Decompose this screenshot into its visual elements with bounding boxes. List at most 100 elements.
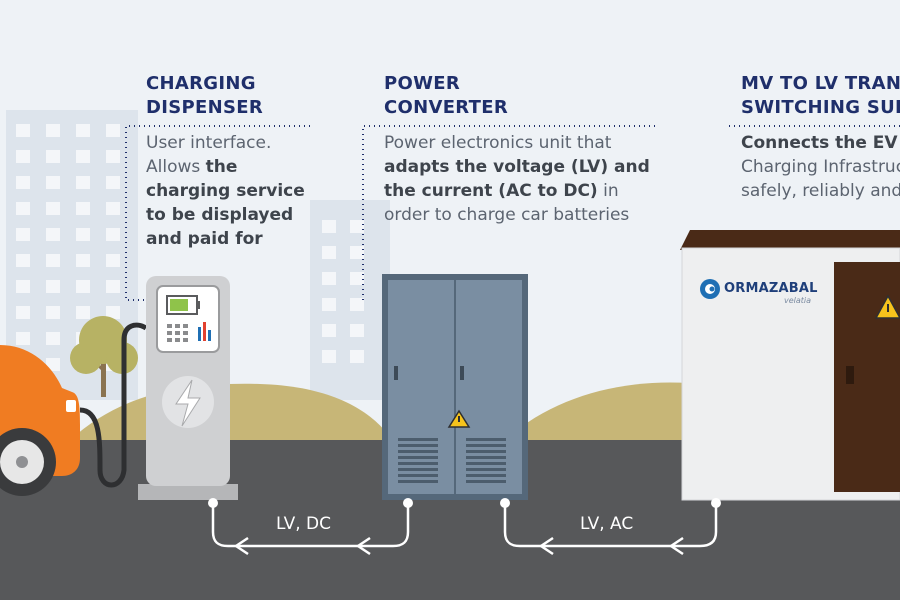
building-window <box>16 332 30 345</box>
description-line: charging service <box>146 179 316 203</box>
building-window <box>76 124 90 137</box>
building-window <box>46 228 60 241</box>
building-window <box>46 332 60 345</box>
building-window <box>106 280 120 293</box>
vent-slot <box>398 474 438 477</box>
hill-right <box>505 382 710 440</box>
lightning-icon <box>175 379 201 427</box>
description-text: Power electronics unit that <box>384 133 612 153</box>
vent-slot <box>466 438 506 441</box>
charging-dispenser <box>138 276 238 500</box>
building-window <box>46 358 60 371</box>
vent-slot <box>466 450 506 453</box>
building-window <box>106 202 120 215</box>
building-window <box>350 246 364 259</box>
vent-slot <box>466 456 506 459</box>
building-window <box>350 324 364 337</box>
section-description: Power electronics unit that adapts the vo… <box>384 131 684 227</box>
building-window <box>322 272 336 285</box>
description-bold-text: the current (AC to DC) <box>384 181 598 201</box>
description-line: Allows the <box>146 155 316 179</box>
building-window <box>46 280 60 293</box>
building-window <box>106 176 120 189</box>
substation-door <box>834 262 900 492</box>
flow-dots <box>208 498 721 508</box>
vent-slot <box>398 462 438 465</box>
building-window <box>16 280 30 293</box>
vent-slot <box>466 444 506 447</box>
building-window <box>76 228 90 241</box>
building-window <box>46 202 60 215</box>
building-window <box>106 254 120 267</box>
keypad-key <box>167 331 172 335</box>
vent-slot <box>398 444 438 447</box>
description-bold-text: adapts the voltage (LV) and <box>384 157 650 177</box>
description-line: to be displayed <box>146 203 316 227</box>
building-window <box>322 246 336 259</box>
description-line: order to charge car batteries <box>384 203 684 227</box>
section-title: POWER CONVERTER <box>384 73 508 118</box>
building-window <box>16 124 30 137</box>
tree <box>70 316 138 397</box>
building-window <box>106 124 120 137</box>
building-window <box>76 176 90 189</box>
description-line: the current (AC to DC) in <box>384 179 684 203</box>
leader-lines <box>125 125 900 301</box>
building-window <box>76 254 90 267</box>
vent-slot <box>466 474 506 477</box>
ormazabal-logo-text: ORMAZABAL <box>724 281 818 296</box>
building-window <box>322 298 336 311</box>
charging-cable <box>79 322 148 488</box>
building-window <box>106 306 120 319</box>
building-window <box>322 324 336 337</box>
keypad <box>167 324 188 342</box>
building-window <box>16 202 30 215</box>
vent-slot <box>398 480 438 483</box>
vent-slot <box>398 456 438 459</box>
description-text: Allows <box>146 157 206 177</box>
description-line: safely, reliably and <box>741 179 900 203</box>
vent-slot <box>466 480 506 483</box>
keypad-key <box>183 324 188 328</box>
building-window <box>16 254 30 267</box>
vent-slot <box>466 468 506 471</box>
description-bold-text: Connects the EV <box>741 133 898 153</box>
section-title: MV TO LV TRANSFORMER SWITCHING SUBSTATIO… <box>741 73 900 118</box>
description-text: in <box>597 181 619 201</box>
description-line: User interface. <box>146 131 316 155</box>
description-bold-text: to be displayed <box>146 205 294 225</box>
keypad-key <box>183 331 188 335</box>
description-line: Connects the EV <box>741 131 900 155</box>
vent-slot <box>398 438 438 441</box>
building-window <box>16 228 30 241</box>
description-text: User interface. <box>146 133 272 153</box>
keypad-key <box>167 338 172 342</box>
section-title: CHARGING DISPENSER <box>146 73 263 118</box>
description-bold-text: the <box>205 157 238 177</box>
description-bold-text: charging service <box>146 181 305 201</box>
keypad-key <box>167 324 172 328</box>
building-window <box>322 350 336 363</box>
ormazabal-logo-subtext: velatia <box>784 296 812 305</box>
section-description: Connects the EV Charging Infrastructuresa… <box>741 131 900 203</box>
building-window <box>350 350 364 363</box>
keypad-key <box>183 338 188 342</box>
charging-dispenser-label: CHARGING DISPENSER User interface.Allows… <box>146 72 316 251</box>
building-window <box>16 150 30 163</box>
substation-label: MV TO LV TRANSFORMER SWITCHING SUBSTATIO… <box>741 72 900 203</box>
description-line: Charging Infrastructure <box>741 155 900 179</box>
building-window <box>16 176 30 189</box>
building-window <box>350 272 364 285</box>
building-window <box>16 306 30 319</box>
power-converter <box>382 274 528 500</box>
description-text: Charging Infrastructure <box>741 157 900 177</box>
description-text: order to charge car batteries <box>384 205 630 225</box>
building-window <box>46 176 60 189</box>
description-line: and paid for <box>146 227 316 251</box>
building-window <box>46 124 60 137</box>
flow-label-lv-dc: LV, DC <box>276 514 332 534</box>
building-window <box>46 306 60 319</box>
keypad-key <box>175 324 180 328</box>
building-window <box>350 298 364 311</box>
